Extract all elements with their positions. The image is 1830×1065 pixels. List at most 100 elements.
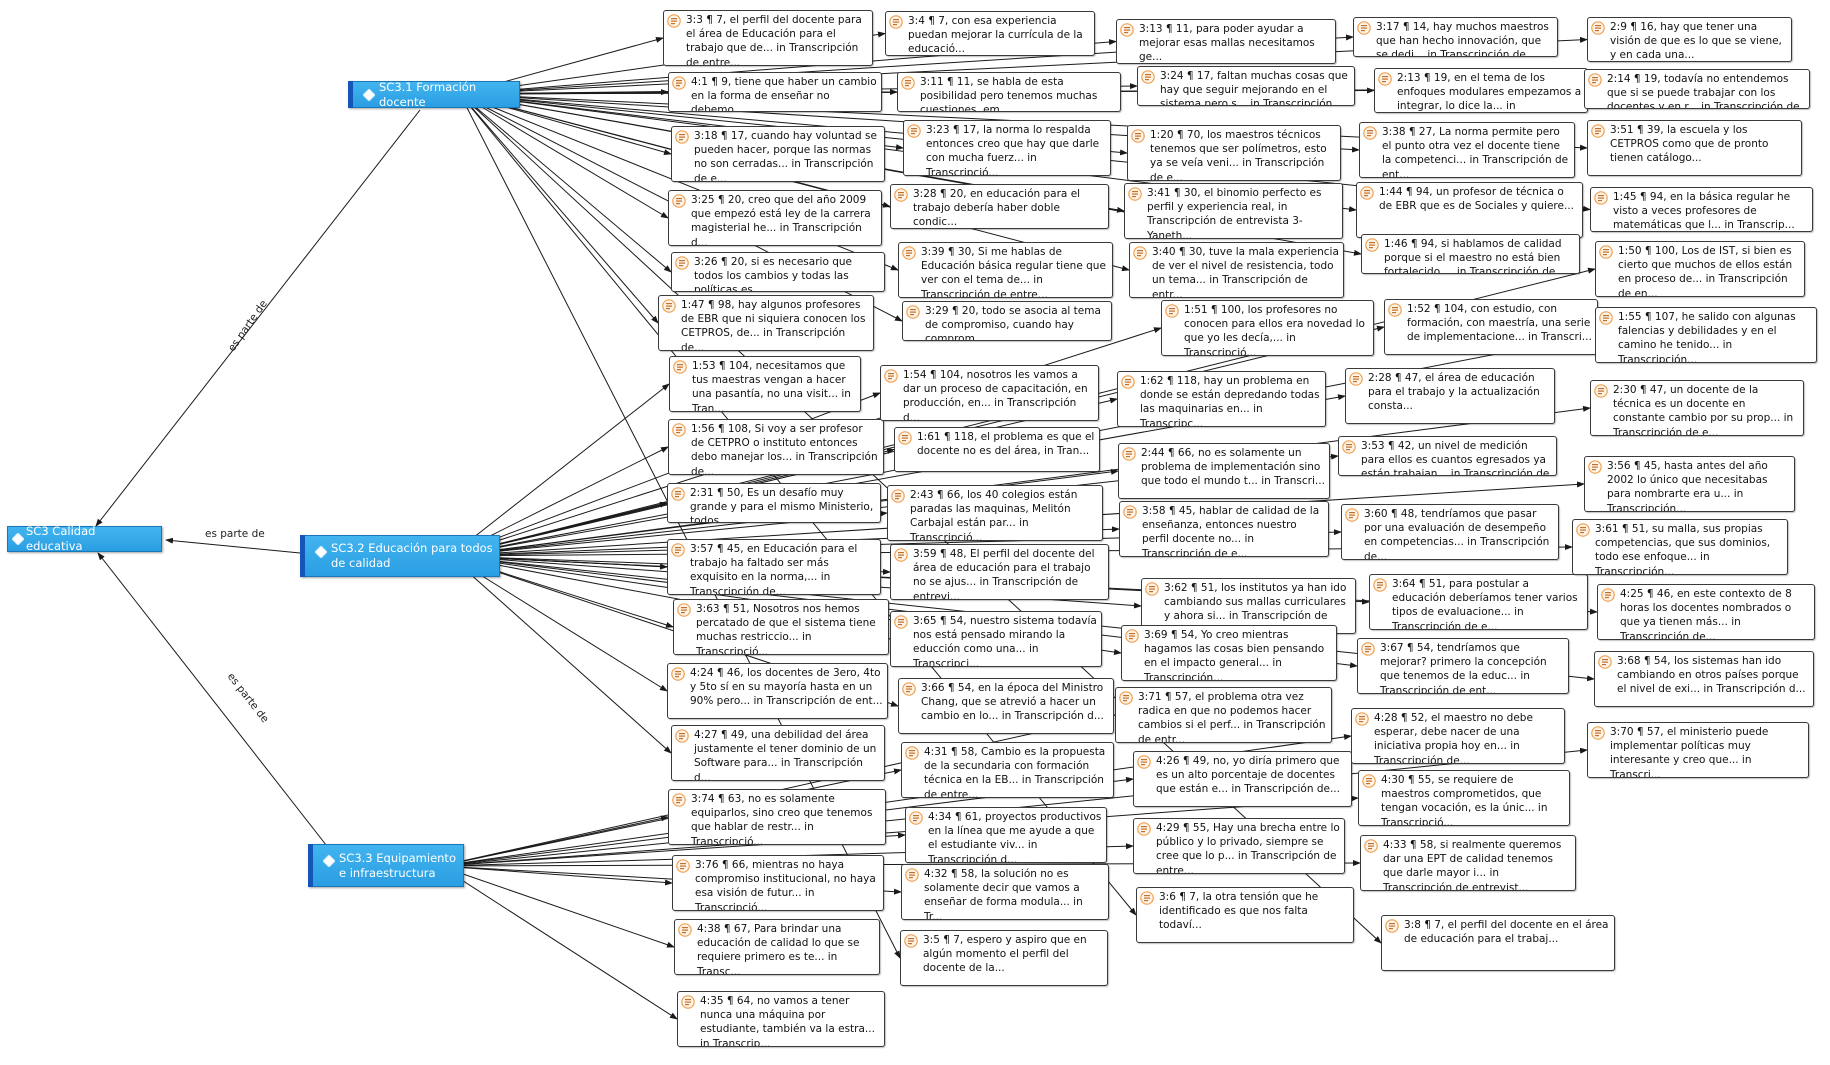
quotation-node[interactable]: 3:13 ¶ 11, para poder ayudar a mejorar e… bbox=[1116, 19, 1336, 64]
quotation-node[interactable]: 1:61 ¶ 118, el problema es que el docent… bbox=[894, 427, 1100, 472]
quotation-text: 4:1 ¶ 9, tiene que haber un cambio en la… bbox=[691, 76, 877, 112]
quotation-node[interactable]: 3:41 ¶ 30, el binomio perfecto es perfil… bbox=[1124, 183, 1343, 239]
quotation-text: 4:32 ¶ 58, la solución no es solamente d… bbox=[924, 868, 1083, 920]
quotation-document-icon bbox=[1355, 712, 1369, 726]
quotation-node[interactable]: 3:3 ¶ 7, el perfil del docente para el á… bbox=[663, 10, 873, 66]
quotation-node[interactable]: 3:5 ¶ 7, espero y aspiro que en algún mo… bbox=[900, 930, 1108, 986]
quotation-node[interactable]: 3:76 ¶ 66, mientras no haya compromiso i… bbox=[672, 855, 884, 911]
quotation-text: 3:8 ¶ 7, el perfil del docente en el áre… bbox=[1404, 919, 1609, 946]
quotation-node[interactable]: 2:13 ¶ 19, en el tema de los enfoques mo… bbox=[1374, 68, 1588, 113]
quotation-node[interactable]: 1:20 ¶ 70, los maestros técnicos tenemos… bbox=[1127, 125, 1341, 181]
quotation-node[interactable]: 2:28 ¶ 47, el área de educación para el … bbox=[1345, 368, 1555, 424]
quotation-node[interactable]: 2:44 ¶ 66, no es solamente un problema d… bbox=[1118, 443, 1330, 499]
quotation-text: 4:29 ¶ 55, Hay una brecha entre lo públi… bbox=[1156, 822, 1340, 874]
quotation-node[interactable]: 1:45 ¶ 94, en la básica regular he visto… bbox=[1590, 187, 1813, 232]
quotation-node[interactable]: 3:25 ¶ 20, creo que del año 2009 que emp… bbox=[668, 190, 882, 246]
quotation-node[interactable]: 3:62 ¶ 51, los institutos ya han ido cam… bbox=[1141, 578, 1356, 634]
quotation-node[interactable]: 1:56 ¶ 108, Si voy a ser profesor de CET… bbox=[668, 419, 884, 475]
quotation-node[interactable]: 3:17 ¶ 14, hay muchos maestros que han h… bbox=[1353, 17, 1558, 57]
quotation-node[interactable]: 3:51 ¶ 39, la escuela y los CETPROS como… bbox=[1587, 120, 1802, 176]
quotation-node[interactable]: 3:53 ¶ 42, un nivel de medición para ell… bbox=[1338, 436, 1557, 476]
quotation-node[interactable]: 4:32 ¶ 58, la solución no es solamente d… bbox=[901, 864, 1109, 920]
quotation-node[interactable]: 2:30 ¶ 47, un docente de la técnica es u… bbox=[1590, 380, 1804, 436]
quotation-node[interactable]: 4:25 ¶ 46, en este contexto de 8 horas l… bbox=[1597, 584, 1815, 640]
quotation-node[interactable]: 1:51 ¶ 100, los profesores no conocen pa… bbox=[1161, 300, 1374, 356]
quotation-node[interactable]: 3:39 ¶ 30, Si me hablas de Educación bás… bbox=[898, 242, 1113, 298]
link-line bbox=[439, 795, 1359, 867]
quotation-node[interactable]: 2:31 ¶ 50, Es un desafío muy grande y pa… bbox=[667, 483, 881, 523]
quotation-node[interactable]: 4:30 ¶ 55, se requiere de maestros compr… bbox=[1358, 770, 1570, 826]
quotation-text: 1:20 ¶ 70, los maestros técnicos tenemos… bbox=[1150, 129, 1327, 181]
quotation-node[interactable]: 1:46 ¶ 94, si hablamos de calidad porque… bbox=[1361, 234, 1580, 274]
code-node-sc31[interactable]: SC3.1 Formación docente bbox=[348, 80, 520, 109]
quotation-node[interactable]: 3:74 ¶ 63, no es solamente equiparlos, s… bbox=[668, 789, 886, 845]
quotation-node[interactable]: 3:23 ¶ 17, la norma lo respalda entonces… bbox=[903, 120, 1111, 176]
quotation-node[interactable]: 3:57 ¶ 45, en Educación para el trabajo … bbox=[667, 539, 881, 595]
quotation-document-icon bbox=[906, 305, 920, 319]
quotation-node[interactable]: 4:1 ¶ 9, tiene que haber un cambio en la… bbox=[668, 72, 882, 112]
quotation-document-icon bbox=[672, 76, 686, 90]
quotation-node[interactable]: 3:38 ¶ 27, La norma permite pero el punt… bbox=[1359, 122, 1575, 178]
quotation-node[interactable]: 1:44 ¶ 94, un profesor de técnica o de E… bbox=[1356, 182, 1583, 238]
quotation-node[interactable]: 2:9 ¶ 16, hay que tener una visión de qu… bbox=[1587, 17, 1792, 62]
quotation-node[interactable]: 3:60 ¶ 48, tendríamos que pasar por una … bbox=[1341, 504, 1559, 560]
code-node-sc32[interactable]: SC3.2 Educación para todos de calidad bbox=[300, 535, 500, 577]
quotation-document-icon bbox=[1594, 191, 1608, 205]
quotation-node[interactable]: 3:29 ¶ 20, todo se asocia al tema de com… bbox=[902, 301, 1112, 341]
quotation-node[interactable]: 4:28 ¶ 52, el maestro no debe esperar, d… bbox=[1351, 708, 1565, 764]
quotation-text: 4:24 ¶ 46, los docentes de 3ero, 4to y 5… bbox=[690, 667, 883, 708]
quotation-node[interactable]: 3:24 ¶ 17, faltan muchas cosas que hay q… bbox=[1137, 66, 1355, 106]
quotation-node[interactable]: 4:26 ¶ 49, no, yo diría primero que es u… bbox=[1133, 751, 1352, 807]
quotation-document-icon bbox=[672, 423, 686, 437]
quotation-node[interactable]: 1:52 ¶ 104, con estudio, con formación, … bbox=[1384, 299, 1598, 355]
quotation-node[interactable]: 2:43 ¶ 66, los 40 colegios están paradas… bbox=[887, 485, 1103, 541]
quotation-node[interactable]: 4:29 ¶ 55, Hay una brecha entre lo públi… bbox=[1133, 818, 1345, 874]
quotation-node[interactable]: 3:4 ¶ 7, con esa experiencia puedan mejo… bbox=[885, 11, 1095, 56]
quotation-node[interactable]: 3:63 ¶ 51, Nosotros nos hemos percatado … bbox=[673, 599, 889, 655]
quotation-node[interactable]: 3:26 ¶ 20, si es necesario que todos los… bbox=[671, 252, 885, 292]
quotation-node[interactable]: 3:61 ¶ 51, su malla, sus propias compete… bbox=[1572, 519, 1788, 575]
quotation-node[interactable]: 1:50 ¶ 100, Los de IST, si bien es ciert… bbox=[1595, 241, 1805, 297]
quotation-node[interactable]: 1:53 ¶ 104, necesitamos que tus maestras… bbox=[669, 356, 861, 412]
quotation-text: 3:25 ¶ 20, creo que del año 2009 que emp… bbox=[691, 194, 871, 246]
quotation-node[interactable]: 3:11 ¶ 11, se habla de esta posibilidad … bbox=[897, 72, 1121, 112]
quotation-node[interactable]: 3:58 ¶ 45, hablar de calidad de la enseñ… bbox=[1119, 501, 1329, 557]
quotation-text: 3:70 ¶ 57, el ministerio puede implement… bbox=[1610, 726, 1769, 778]
quotation-node[interactable]: 3:69 ¶ 54, Yo creo mientras hagamos las … bbox=[1121, 625, 1337, 681]
quotation-node[interactable]: 3:59 ¶ 48, El perfil del docente del áre… bbox=[890, 544, 1109, 600]
quotation-node[interactable]: 1:62 ¶ 118, hay un problema en donde se … bbox=[1117, 371, 1326, 427]
quotation-node[interactable]: 3:6 ¶ 7, la otra tensión que he identifi… bbox=[1136, 887, 1354, 943]
quotation-text: 1:47 ¶ 98, hay algunos profesores de EBR… bbox=[681, 299, 866, 351]
quotation-node[interactable]: 4:31 ¶ 58, Cambio es la propuesta de la … bbox=[901, 742, 1114, 798]
quotation-text: 3:65 ¶ 54, nuestro sistema todavía nos e… bbox=[913, 615, 1097, 667]
code-node-sc3[interactable]: SC3 Calidad educativa bbox=[7, 524, 162, 553]
code-node-sc33[interactable]: SC3.3 Equipamiento e infraestructura bbox=[308, 844, 464, 887]
quotation-document-icon bbox=[889, 15, 903, 29]
quotation-node[interactable]: 3:64 ¶ 51, para postular a educación deb… bbox=[1369, 574, 1588, 630]
quotation-document-icon bbox=[1165, 304, 1179, 318]
quotation-node[interactable]: 4:34 ¶ 61, proyectos productivos en la l… bbox=[905, 807, 1107, 863]
quotation-node[interactable]: 3:28 ¶ 20, en educación para el trabajo … bbox=[890, 184, 1109, 229]
quotation-node[interactable]: 3:18 ¶ 17, cuando hay voluntad se pueden… bbox=[671, 126, 885, 182]
quotation-node[interactable]: 3:67 ¶ 54, tendríamos que mejorar? prime… bbox=[1357, 638, 1569, 694]
quotation-node[interactable]: 3:40 ¶ 30, tuve la mala experiencia de v… bbox=[1129, 242, 1344, 298]
quotation-node[interactable]: 4:33 ¶ 58, si realmente queremos dar una… bbox=[1360, 835, 1576, 891]
quotation-text: 4:30 ¶ 55, se requiere de maestros compr… bbox=[1381, 774, 1548, 826]
quotation-node[interactable]: 1:54 ¶ 104, nosotros les vamos a dar un … bbox=[880, 365, 1099, 421]
quotation-node[interactable]: 4:24 ¶ 46, los docentes de 3ero, 4to y 5… bbox=[667, 663, 888, 719]
quotation-node[interactable]: 4:27 ¶ 49, una debilidad del área justam… bbox=[671, 725, 885, 781]
quotation-node[interactable]: 3:65 ¶ 54, nuestro sistema todavía nos e… bbox=[890, 611, 1102, 667]
quotation-node[interactable]: 3:68 ¶ 54, los sistemas han ido cambiand… bbox=[1594, 651, 1814, 707]
quotation-node[interactable]: 3:8 ¶ 7, el perfil del docente en el áre… bbox=[1381, 915, 1615, 971]
quotation-document-icon bbox=[675, 130, 689, 144]
quotation-node[interactable]: 3:71 ¶ 57, el problema otra vez radica e… bbox=[1115, 687, 1332, 743]
quotation-node[interactable]: 4:35 ¶ 64, no vamos a tener nunca una má… bbox=[677, 991, 885, 1047]
quotation-node[interactable]: 2:14 ¶ 19, todavía no entendemos que si … bbox=[1584, 69, 1810, 109]
quotation-node[interactable]: 3:56 ¶ 45, hasta antes del año 2002 lo ú… bbox=[1584, 456, 1795, 512]
quotation-node[interactable]: 1:55 ¶ 107, he salido con algunas falenc… bbox=[1595, 307, 1817, 363]
quotation-text: 2:9 ¶ 16, hay que tener una visión de qu… bbox=[1610, 21, 1782, 62]
quotation-node[interactable]: 4:38 ¶ 67, Para brindar una educación de… bbox=[674, 919, 880, 975]
quotation-node[interactable]: 3:66 ¶ 54, en la época del Ministro Chan… bbox=[898, 678, 1114, 734]
quotation-node[interactable]: 1:47 ¶ 98, hay algunos profesores de EBR… bbox=[658, 295, 874, 351]
quotation-node[interactable]: 3:70 ¶ 57, el ministerio puede implement… bbox=[1587, 722, 1809, 778]
